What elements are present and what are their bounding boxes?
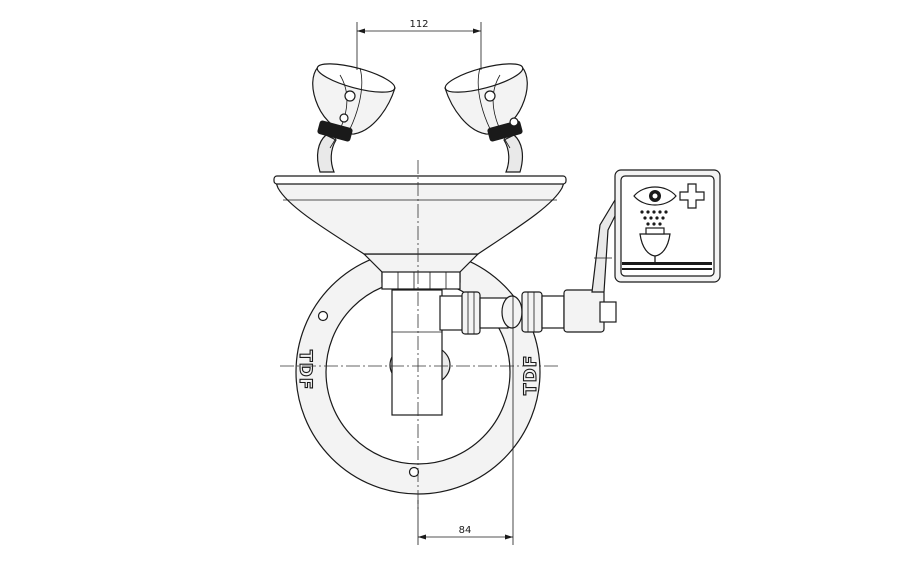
mount-hole-upper-left xyxy=(317,310,329,322)
dimension-bottom-label: 84 xyxy=(459,525,472,536)
brand-mark-right: TDF xyxy=(521,355,541,395)
mount-hole-bottom xyxy=(408,466,420,478)
spray-head-right xyxy=(444,63,528,173)
wash-basin xyxy=(273,175,567,255)
valve-assembly xyxy=(439,289,617,335)
plus-icon xyxy=(679,183,705,209)
dimension-top xyxy=(356,22,482,70)
spray-head-left xyxy=(312,63,396,173)
brand-mark-left: TDF xyxy=(295,350,315,390)
dimension-bottom xyxy=(417,296,514,545)
eye-icon xyxy=(633,186,677,206)
eyewash-sign xyxy=(614,169,721,283)
bowl-neck xyxy=(362,253,480,290)
dimension-top-label: 112 xyxy=(409,19,428,30)
shower-spray-icon xyxy=(639,210,671,262)
supply-pipe xyxy=(389,289,451,416)
